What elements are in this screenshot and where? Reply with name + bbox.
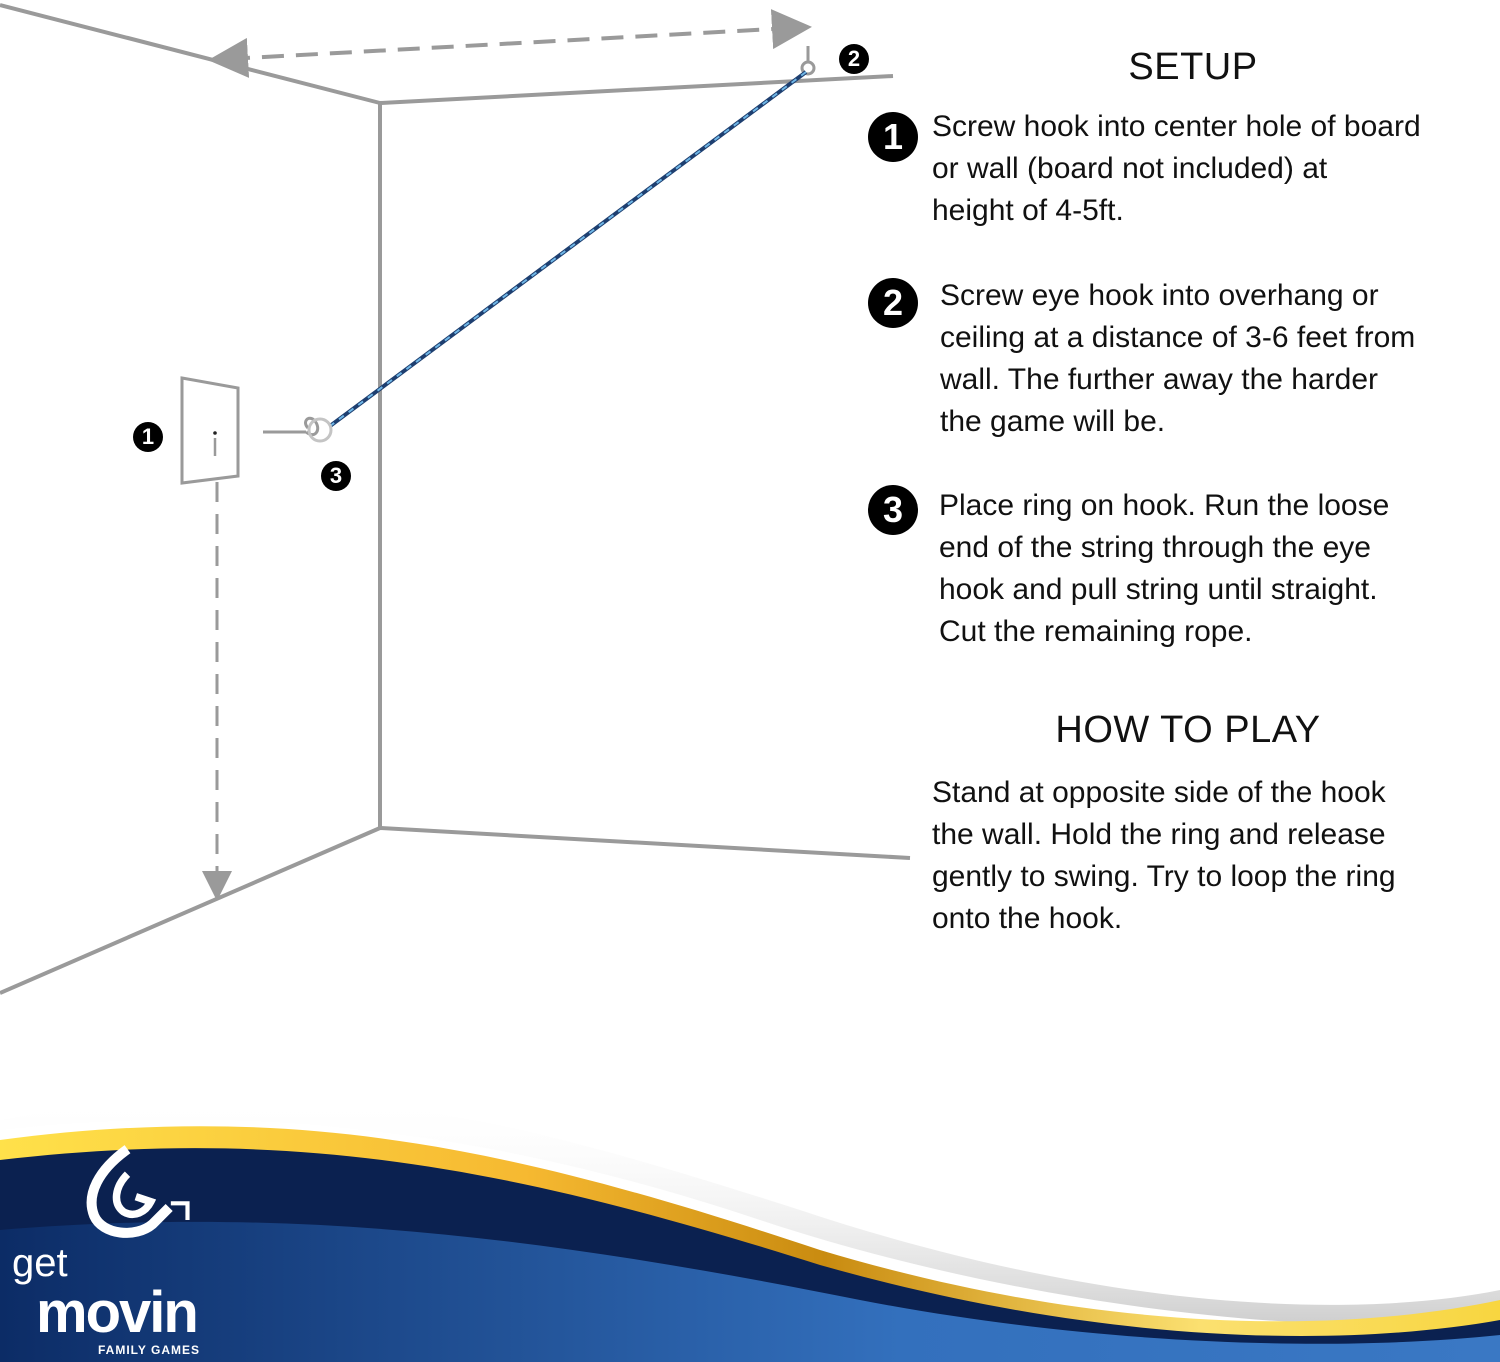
how-to-play-heading: HOW TO PLAY	[1055, 709, 1321, 751]
step-line: Place ring on hook. Run the loose	[939, 489, 1390, 522]
hook-icon	[263, 416, 333, 443]
play-line: Stand at opposite side of the hook	[932, 776, 1386, 809]
step-1-text: Screw hook into center hole of board or …	[932, 106, 1421, 232]
distance-arrow	[208, 9, 812, 78]
step-2-text: Screw eye hook into overhang or ceiling …	[940, 275, 1415, 443]
board-icon	[180, 376, 240, 485]
play-line: the wall. Hold the ring and release	[932, 818, 1386, 851]
logo-movin: movin	[36, 1280, 199, 1345]
step-2-badge: 2	[868, 278, 918, 328]
step-3-text: Place ring on hook. Run the loose end of…	[939, 485, 1389, 653]
rope	[328, 70, 808, 428]
step-line: the game will be.	[940, 405, 1166, 438]
get-movin-logo: get movin FAMILY GAMES	[10, 1145, 240, 1360]
step-3-badge: 3	[868, 485, 918, 535]
step-line: end of the string through the eye	[939, 531, 1371, 564]
step-line: or wall (board not included) at	[932, 152, 1328, 185]
step-line: Cut the remaining rope.	[939, 615, 1253, 648]
step-line: height of 4-5ft.	[932, 194, 1124, 227]
diagram-label-eye-hook: 2	[839, 44, 869, 74]
logo-mark-icon	[86, 1145, 190, 1238]
step-line: wall. The further away the harder	[940, 363, 1379, 396]
eye-hook-icon	[800, 46, 816, 76]
logo-subtitle: FAMILY GAMES	[98, 1343, 201, 1357]
how-to-play-text: Stand at opposite side of the hook the w…	[932, 772, 1396, 940]
play-line: gently to swing. Try to loop the ring	[932, 860, 1396, 893]
step-line: hook and pull string until straight.	[939, 573, 1378, 606]
bottom-wave	[0, 1095, 1500, 1362]
step-1-badge: 1	[868, 112, 918, 162]
setup-heading: SETUP	[1128, 46, 1258, 88]
step-line: Screw hook into center hole of board	[932, 110, 1421, 143]
play-line: onto the hook.	[932, 902, 1123, 935]
step-line: ceiling at a distance of 3-6 feet from	[940, 321, 1416, 354]
step-line: Screw eye hook into overhang or	[940, 279, 1379, 312]
room-walls	[0, 3, 911, 995]
diagram-label-hook: 3	[321, 461, 351, 491]
logo-get: get	[12, 1241, 68, 1285]
diagram-label-board: 1	[133, 422, 163, 452]
